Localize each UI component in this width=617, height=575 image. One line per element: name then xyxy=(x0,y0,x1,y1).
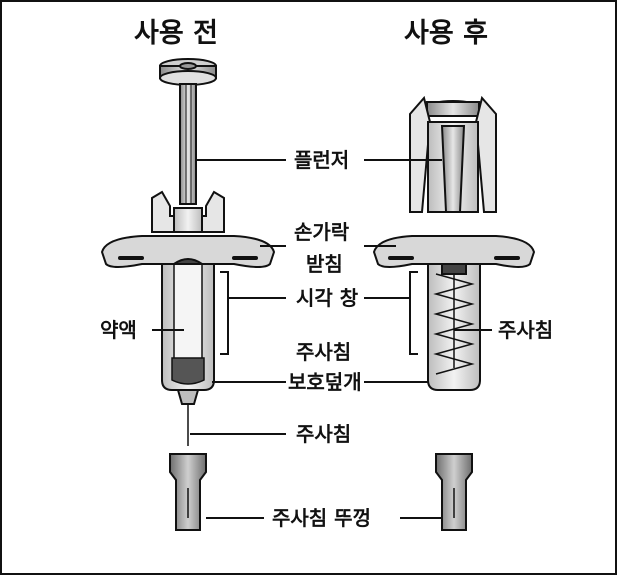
label-needle: 주사침 xyxy=(294,422,354,446)
label-needle-guard-2: 보호덮개 xyxy=(286,370,364,394)
label-needle-after: 주사침 xyxy=(496,318,556,342)
leader-lines xyxy=(152,159,492,519)
label-finger-flange-1: 손가락 xyxy=(292,220,352,244)
label-plunger: 플런저 xyxy=(292,148,352,172)
label-finger-flange-2: 받침 xyxy=(304,252,345,276)
label-viewing-window: 시각 창 xyxy=(294,286,361,310)
label-medicine: 약액 xyxy=(98,318,139,342)
syringe-after xyxy=(372,95,536,531)
label-needle-guard-1: 주사침 xyxy=(294,340,354,364)
syringe-before xyxy=(100,58,276,531)
title-after: 사용 후 xyxy=(404,18,488,49)
label-needle-cap: 주사침 뚜껑 xyxy=(270,506,373,530)
title-before: 사용 전 xyxy=(134,18,218,49)
